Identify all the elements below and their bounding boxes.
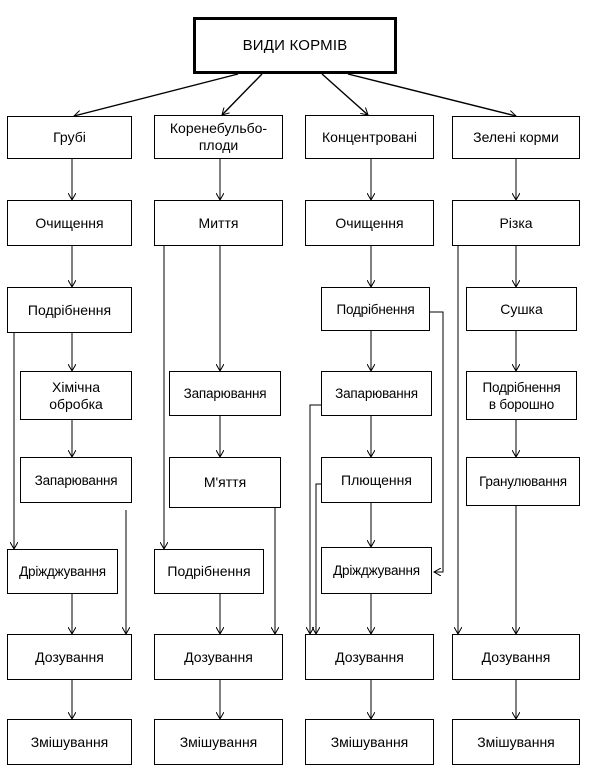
c4-drying-box: Сушка — [466, 287, 577, 331]
c1-steaming-box: Запарювання — [20, 457, 132, 503]
c3-yeasting-box: Дріжджування — [321, 547, 432, 594]
column-2-connectors — [164, 159, 275, 719]
c2-mashing-box: М'яття — [169, 457, 281, 508]
c3-flattening-box: Плющення — [321, 457, 432, 503]
c2-grinding-box: Подрібнення — [154, 549, 264, 594]
c3-steaming-box: Запарювання — [321, 371, 432, 416]
c2-steaming-box: Запарювання — [169, 371, 281, 416]
c4-dosing-box: Дозування — [452, 634, 580, 680]
c1-cleaning-box: Очищення — [7, 200, 132, 246]
c4-mixing-box: Змішування — [452, 719, 580, 765]
c1-chemical-box: Хімічна обробка — [20, 371, 132, 420]
c3-grinding-box: Подрібнення — [321, 287, 430, 331]
c1-mixing-box: Змішування — [7, 719, 132, 765]
c4-cutting-box: Різка — [452, 200, 580, 246]
c2-dosing-box: Дозування — [154, 634, 283, 680]
c4-granulating-box: Гранулювання — [466, 457, 580, 506]
title-box: ВИДИ КОРМІВ — [193, 17, 397, 74]
column-3-connectors — [310, 159, 444, 719]
c1-head-box: Грубі — [7, 116, 132, 159]
c3-dosing-box: Дозування — [305, 634, 434, 680]
c4-head-box: Зелені корми — [452, 116, 580, 159]
edge-title-c1 — [74, 73, 239, 116]
c4-flour-grinding-box: Подрібнення в борошно — [466, 371, 577, 420]
column-4-connectors — [458, 159, 516, 719]
edge-title-c4 — [347, 73, 516, 116]
c1-yeasting-box: Дріжджування — [7, 549, 118, 594]
c3-head-box: Концентровані — [305, 115, 434, 159]
c3-mixing-box: Змішування — [305, 719, 434, 765]
edge-title-c3 — [321, 73, 368, 115]
c2-head-box: Коренебульбо- плоди — [154, 115, 283, 159]
c1-dosing-box: Дозування — [7, 634, 132, 680]
column-1-connectors — [14, 159, 126, 719]
c1-grinding-box: Подрібнення — [7, 287, 132, 333]
c3-cleaning-box: Очищення — [305, 200, 434, 246]
c2-mixing-box: Змішування — [154, 719, 283, 765]
c2-washing-box: Миття — [154, 200, 283, 246]
edge-title-c2 — [222, 73, 263, 115]
